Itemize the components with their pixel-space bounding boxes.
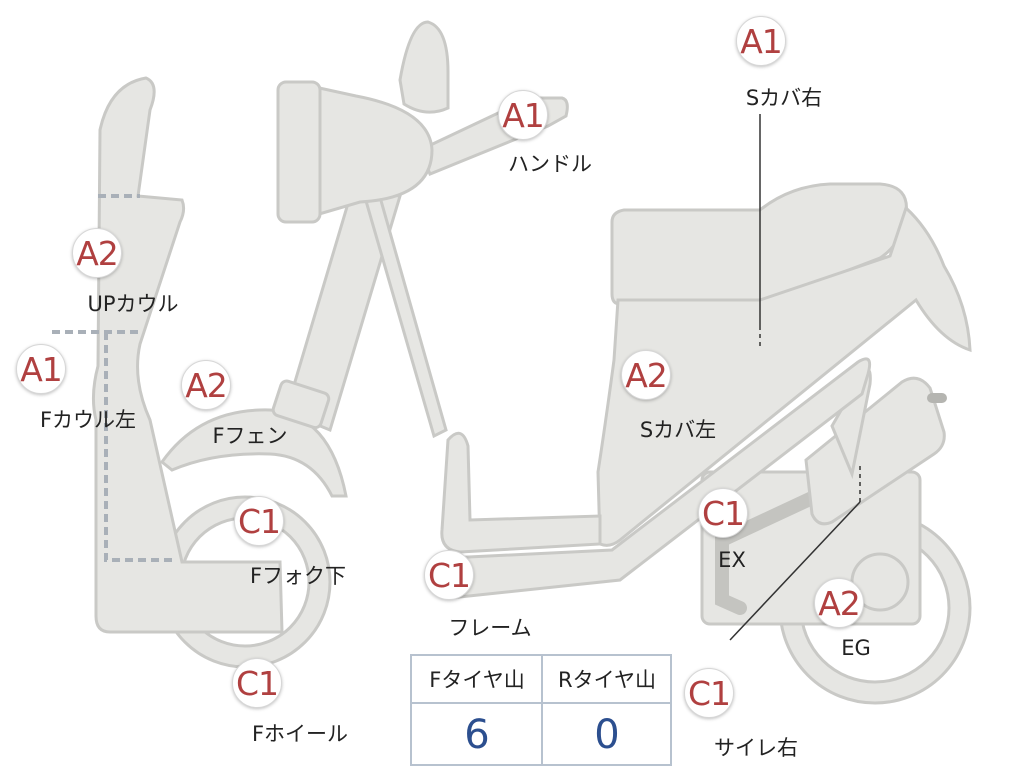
side-cover	[596, 205, 972, 547]
label-frame: フレーム	[448, 616, 532, 640]
table-divider	[541, 656, 543, 766]
grade-badge-ex: C1	[698, 488, 748, 538]
headlight-lens	[276, 80, 322, 224]
grade-badge-up-cowl: A2	[72, 228, 122, 278]
label-f-fender: Fフェン	[212, 424, 288, 448]
grade-badge-silencer-right: C1	[684, 668, 734, 718]
fork-clamp	[271, 379, 331, 430]
label-ex: EX	[718, 548, 746, 572]
grade-badge-s-cover-left: A2	[621, 350, 671, 400]
label-up-cowl: UPカウル	[87, 292, 179, 316]
grade-badge-s-cover-right: A1	[736, 16, 786, 66]
front-fender	[159, 408, 348, 498]
down-tube	[362, 188, 448, 439]
cowl-seam-lower	[104, 332, 176, 562]
grade-badge-f-wheel: C1	[232, 658, 282, 708]
grade-badge-handle: A1	[498, 90, 548, 140]
rear-tire-header: Rタイヤ山	[542, 656, 672, 704]
grade-badge-f-fender: A2	[181, 360, 231, 410]
label-s-cover-left: Sカバ左	[639, 418, 717, 442]
leader-silencer-right	[729, 501, 861, 641]
label-f-fork-lower: Fフォク下	[249, 564, 347, 588]
grade-badge-frame: C1	[424, 550, 474, 600]
front-tire-value: 6	[464, 712, 490, 758]
front-cowl	[91, 76, 284, 634]
grade-badge-eg: A2	[814, 578, 864, 628]
front-tire-header: Fタイヤ山	[412, 656, 542, 704]
tire-tread-table: Fタイヤ山 Rタイヤ山 6 0	[410, 654, 672, 766]
mirror	[398, 20, 450, 114]
label-s-cover-right: Sカバ右	[745, 86, 823, 110]
grade-badge-f-fork-lower: C1	[234, 496, 284, 546]
label-silencer-right: サイレ右	[714, 736, 798, 760]
rear-tire-value: 0	[594, 712, 620, 758]
label-eg: EG	[841, 636, 871, 660]
floor-step	[440, 431, 602, 554]
label-f-wheel: Fホイール	[251, 722, 349, 746]
exhaust-pipe	[715, 491, 819, 615]
label-f-cowl-left: Fカウル左	[39, 408, 137, 432]
label-handle: ハンドル	[508, 152, 592, 176]
grade-badge-f-cowl-left: A1	[16, 344, 66, 394]
muffler-box	[804, 376, 946, 526]
